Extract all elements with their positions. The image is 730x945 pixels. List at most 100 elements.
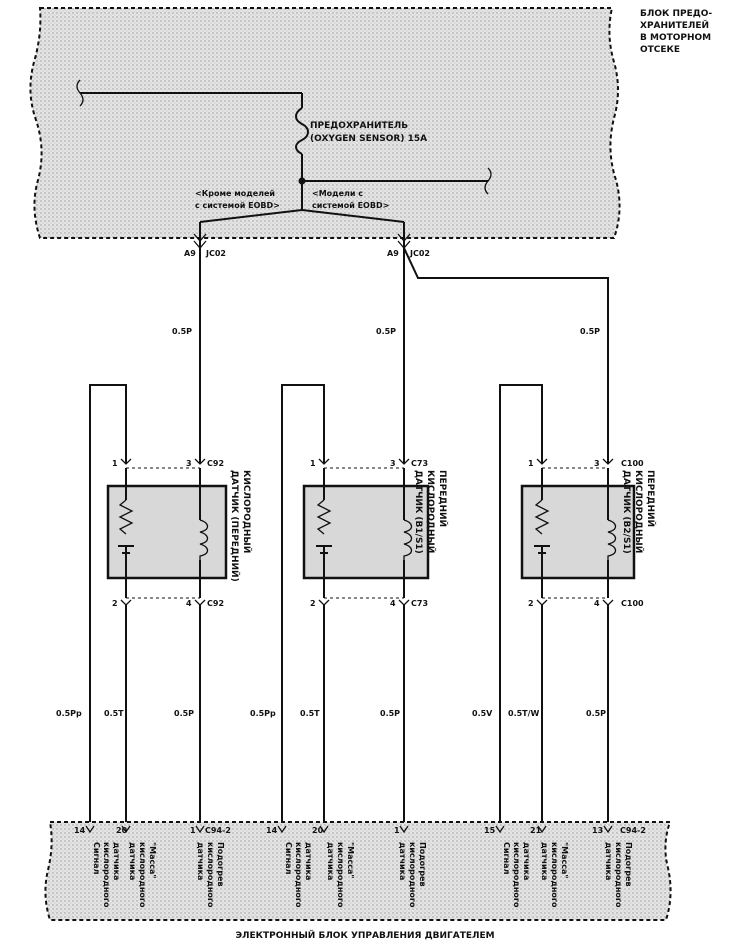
svg-text:ХРАНИТЕЛЕЙ: ХРАНИТЕЛЕЙ [640, 19, 709, 31]
branch-break-icon [484, 167, 492, 195]
ecu-terminal-1-heater: Подогрев кислородного датчика [196, 842, 225, 908]
svg-text:"Масса": "Масса" [560, 842, 569, 879]
svg-text:<Кроме моделей: <Кроме моделей [195, 189, 275, 198]
ecu-terminal-2-signal: Сигнал кислородного датчика [284, 842, 313, 908]
svg-text:<Модели с: <Модели с [312, 189, 363, 198]
resistor-icon [316, 499, 332, 535]
svg-text:1: 1 [528, 459, 534, 468]
svg-text:3: 3 [186, 459, 192, 468]
svg-text:КИСЛОРОДНЫЙ: КИСЛОРОДНЫЙ [425, 470, 437, 553]
connector-c73-top-icon [318, 458, 410, 465]
sensor-2-signal-wire [281, 384, 325, 822]
ecu-pin: 21 [530, 826, 542, 835]
svg-text:ДАТЧИК (B1/S1): ДАТЧИК (B1/S1) [413, 470, 423, 554]
svg-text:датчика: датчика [128, 842, 137, 880]
battery-icon [118, 545, 134, 554]
svg-text:датчика: датчика [604, 842, 613, 880]
ecu-pin: 20 [116, 826, 128, 835]
ecu-pin: 14 [74, 826, 86, 835]
sensor-1-signal-wire [89, 384, 127, 822]
heater-coil-icon [607, 519, 617, 560]
svg-text:4: 4 [186, 599, 192, 608]
svg-text:ОТСЕКЕ: ОТСЕКЕ [640, 45, 680, 55]
svg-text:датчика: датчика [398, 842, 407, 880]
svg-text:"Масса": "Масса" [346, 842, 355, 879]
svg-text:кислородного: кислородного [336, 842, 345, 908]
svg-text:ДАТЧИК (ПЕРЕДНИЙ): ДАТЧИК (ПЕРЕДНИЙ) [229, 470, 241, 582]
sensor-2-wire-1: 0.5Pp [250, 709, 276, 718]
battery-icon [534, 545, 550, 554]
svg-text:3: 3 [390, 459, 396, 468]
svg-text:датчика: датчика [112, 842, 121, 880]
resistor-icon [118, 499, 134, 535]
connector-c92-top-icon [120, 458, 206, 465]
svg-text:2: 2 [310, 599, 316, 608]
feed-wire-label-3: 0.5P [580, 327, 600, 336]
svg-text:Подогрев: Подогрев [624, 842, 633, 887]
sensor-3-element-wire [541, 468, 609, 598]
sensor-3-signal-wire [499, 384, 543, 822]
svg-text:датчика: датчика [522, 842, 531, 880]
sensor-1-body [106, 484, 228, 580]
connector-c92-bottom-icon [120, 599, 206, 606]
svg-text:ДАТЧИК (B2/S1): ДАТЧИК (B2/S1) [621, 470, 631, 554]
svg-text:Сигнал: Сигнал [502, 842, 511, 875]
svg-text:В МОТОРНОМ: В МОТОРНОМ [640, 33, 711, 43]
ecu-pin: 1 [190, 826, 196, 835]
svg-text:(OXYGEN SENSOR) 15A: (OXYGEN SENSOR) 15A [310, 134, 427, 144]
fuse-box-title: БЛОК ПРЕДО- ХРАНИТЕЛЕЙ В МОТОРНОМ ОТСЕКЕ [640, 9, 712, 55]
svg-text:кислородного: кислородного [512, 842, 521, 908]
svg-text:"Масса": "Масса" [148, 842, 157, 879]
sensor-1-wire-3: 0.5P [174, 709, 194, 718]
sensor-3-wire-3: 0.5P [586, 709, 606, 718]
ecu-pin: 1 [394, 826, 400, 835]
svg-text:Сигнал: Сигнал [284, 842, 293, 875]
branch-left-label: <Кроме моделей с системой EOBD> [195, 189, 280, 210]
svg-text:кислородного: кислородного [102, 842, 111, 908]
svg-text:2: 2 [528, 599, 534, 608]
sensor-3-connector-bottom: C100 [621, 599, 644, 608]
ecu-connector-label: C94-2 [620, 826, 646, 835]
connector-right-pin: A9 [387, 249, 399, 258]
svg-text:системой EOBD>: системой EOBD> [312, 201, 389, 210]
sensor-2: 1 3 C73 2 4 C73 ПЕРЕДНИЙ КИСЛОРОДНЫЙ ДАТ… [250, 384, 449, 822]
svg-text:БЛОК ПРЕДО-: БЛОК ПРЕДО- [640, 9, 712, 19]
sensor-2-connector-bottom: C73 [411, 599, 428, 608]
svg-text:ПРЕДОХРАНИТЕЛЬ: ПРЕДОХРАНИТЕЛЬ [310, 121, 408, 131]
ecu-pin: 15 [484, 826, 496, 835]
bus-break-icon [76, 79, 84, 107]
svg-text:кислородного: кислородного [138, 842, 147, 908]
feed-wire-3 [403, 247, 609, 463]
sensor-2-connector-top: C73 [411, 459, 428, 468]
svg-text:КИСЛОРОДНЫЙ: КИСЛОРОДНЫЙ [633, 470, 645, 553]
sensor-3-wire-2: 0.5T/W [508, 709, 540, 718]
ecu-pin: 20 [312, 826, 324, 835]
ecu-zone [44, 821, 672, 921]
svg-text:3: 3 [594, 459, 600, 468]
svg-text:4: 4 [594, 599, 600, 608]
svg-text:ПЕРЕДНИЙ: ПЕРЕДНИЙ [437, 470, 449, 527]
heater-coil-icon [199, 519, 209, 560]
svg-text:кислородного: кислородного [408, 842, 417, 908]
svg-text:датчика: датчика [196, 842, 205, 880]
svg-text:кислородного: кислородного [206, 842, 215, 908]
ecu-pin: 14 [266, 826, 278, 835]
ecu-terminal-1-signal: Сигнал кислородного датчика [92, 842, 121, 908]
sensor-3-name: ПЕРЕДНИЙ КИСЛОРОДНЫЙ ДАТЧИК (B2/S1) [621, 470, 657, 554]
sensor-2-wire-3: 0.5P [380, 709, 400, 718]
ecu-terminal-3-heater: Подогрев кислородного датчика [604, 842, 633, 908]
ecu-connector-label: C94-2 [205, 826, 231, 835]
sensor-1-wire-1: 0.5Pp [56, 709, 82, 718]
svg-text:кислородного: кислородного [614, 842, 623, 908]
ecu-title: ЭЛЕКТРОННЫЙ БЛОК УПРАВЛЕНИЯ ДВИГАТЕЛЕМ [235, 929, 494, 941]
sensor-1-connector-bottom: C92 [207, 599, 224, 608]
connector-c100-bottom-icon [536, 599, 614, 606]
ecu-terminal-2-heater: Подогрев кислородного датчика [398, 842, 427, 908]
svg-text:ПЕРЕДНИЙ: ПЕРЕДНИЙ [645, 470, 657, 527]
svg-text:4: 4 [390, 599, 396, 608]
sensor-2-name: ПЕРЕДНИЙ КИСЛОРОДНЫЙ ДАТЧИК (B1/S1) [413, 470, 449, 554]
battery-icon [316, 545, 332, 554]
resistor-icon [534, 499, 550, 535]
ecu-terminal-3-signal: Сигнал кислородного датчика [502, 842, 531, 908]
